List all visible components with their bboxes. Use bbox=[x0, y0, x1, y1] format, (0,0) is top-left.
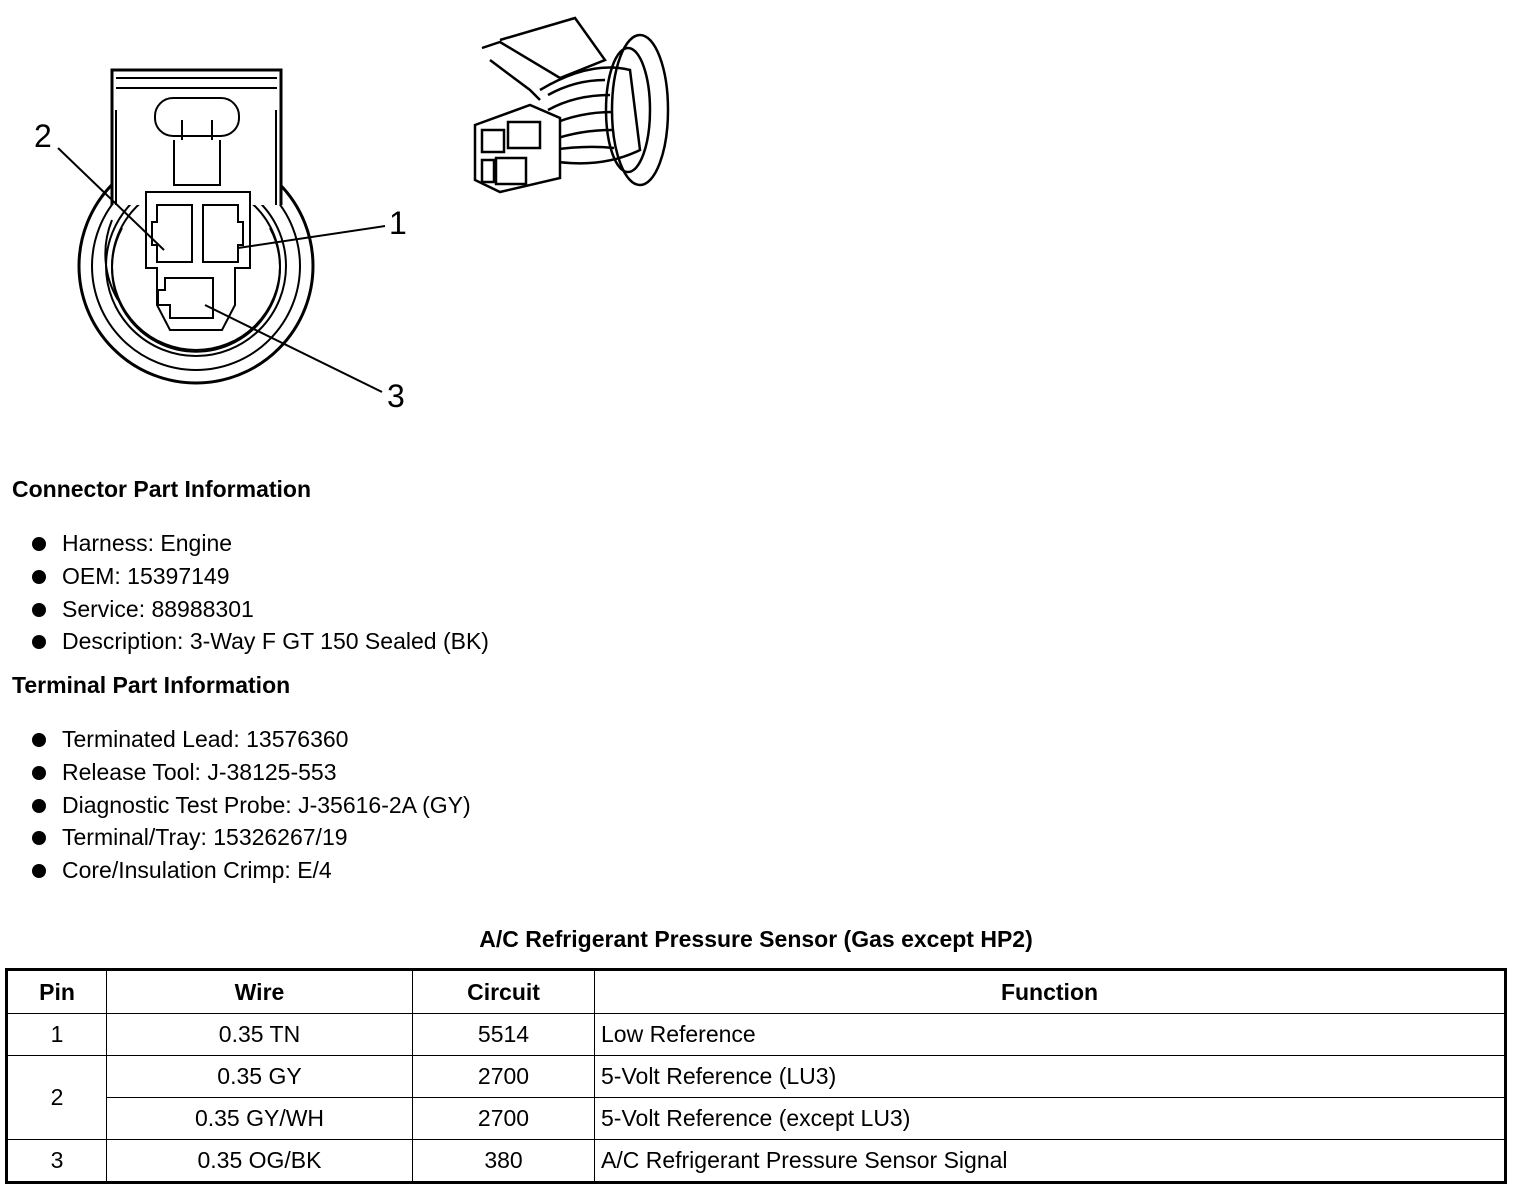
callout-pin-2: 2 bbox=[34, 118, 52, 154]
list-item: Service: 88988301 bbox=[12, 593, 489, 626]
table-row: 3 0.35 OG/BK 380 A/C Refrigerant Pressur… bbox=[6, 1139, 1506, 1183]
column-header-pin: Pin bbox=[6, 969, 107, 1014]
pin-table: Pin Wire Circuit Function 1 0.35 TN 5514… bbox=[5, 968, 1507, 1184]
table-row: 0.35 GY/WH 2700 5-Volt Reference (except… bbox=[7, 1097, 1506, 1140]
terminal-part-info-heading: Terminal Part Information bbox=[12, 672, 291, 698]
cell-function: A/C Refrigerant Pressure Sensor Signal bbox=[594, 1139, 1506, 1183]
column-header-circuit: Circuit bbox=[412, 969, 595, 1014]
cell-wire: 0.35 GY/WH bbox=[106, 1097, 413, 1140]
list-item: Diagnostic Test Probe: J-35616-2A (GY) bbox=[12, 789, 471, 822]
column-header-wire: Wire bbox=[106, 969, 413, 1014]
callout-pin-1: 1 bbox=[389, 205, 407, 241]
callout-pin-3: 3 bbox=[387, 378, 405, 414]
cell-wire: 0.35 TN bbox=[106, 1013, 413, 1056]
cell-function: Low Reference bbox=[594, 1013, 1506, 1056]
cell-pin: 3 bbox=[6, 1139, 107, 1183]
terminal-part-info-list: Terminated Lead: 13576360 Release Tool: … bbox=[12, 723, 471, 887]
cell-circuit: 2700 bbox=[412, 1055, 595, 1098]
cell-circuit: 2700 bbox=[412, 1097, 595, 1140]
table-row: 2 0.35 GY 2700 5-Volt Reference (LU3) bbox=[6, 1055, 1506, 1140]
cell-circuit: 5514 bbox=[412, 1013, 595, 1056]
cell-wire: 0.35 OG/BK bbox=[106, 1139, 413, 1183]
table-row: 1 0.35 TN 5514 Low Reference bbox=[6, 1013, 1506, 1056]
table-header-row: Pin Wire Circuit Function bbox=[6, 969, 1506, 1014]
column-header-function: Function bbox=[594, 969, 1506, 1014]
list-item: OEM: 15397149 bbox=[12, 560, 489, 593]
connector-part-info-list: Harness: Engine OEM: 15397149 Service: 8… bbox=[12, 527, 489, 658]
list-item: Release Tool: J-38125-553 bbox=[12, 756, 471, 789]
pin-table-title: A/C Refrigerant Pressure Sensor (Gas exc… bbox=[479, 926, 1033, 952]
cell-circuit: 380 bbox=[412, 1139, 595, 1183]
connector-face-view-drawing bbox=[57, 16, 670, 393]
cell-wire: 0.35 GY bbox=[106, 1055, 413, 1098]
connector-illustration: 2 1 3 bbox=[0, 0, 700, 440]
cell-function: 5-Volt Reference (except LU3) bbox=[594, 1097, 1506, 1140]
cell-function: 5-Volt Reference (LU3) bbox=[594, 1055, 1506, 1098]
list-item: Core/Insulation Crimp: E/4 bbox=[12, 854, 471, 887]
list-item: Description: 3-Way F GT 150 Sealed (BK) bbox=[12, 625, 489, 658]
cell-pin: 2 bbox=[6, 1055, 107, 1140]
list-item: Terminated Lead: 13576360 bbox=[12, 723, 471, 756]
list-item: Harness: Engine bbox=[12, 527, 489, 560]
connector-perspective-drawing bbox=[473, 16, 670, 194]
cell-pin: 1 bbox=[6, 1013, 107, 1056]
connector-part-info-heading: Connector Part Information bbox=[12, 476, 312, 502]
list-item: Terminal/Tray: 15326267/19 bbox=[12, 821, 471, 854]
